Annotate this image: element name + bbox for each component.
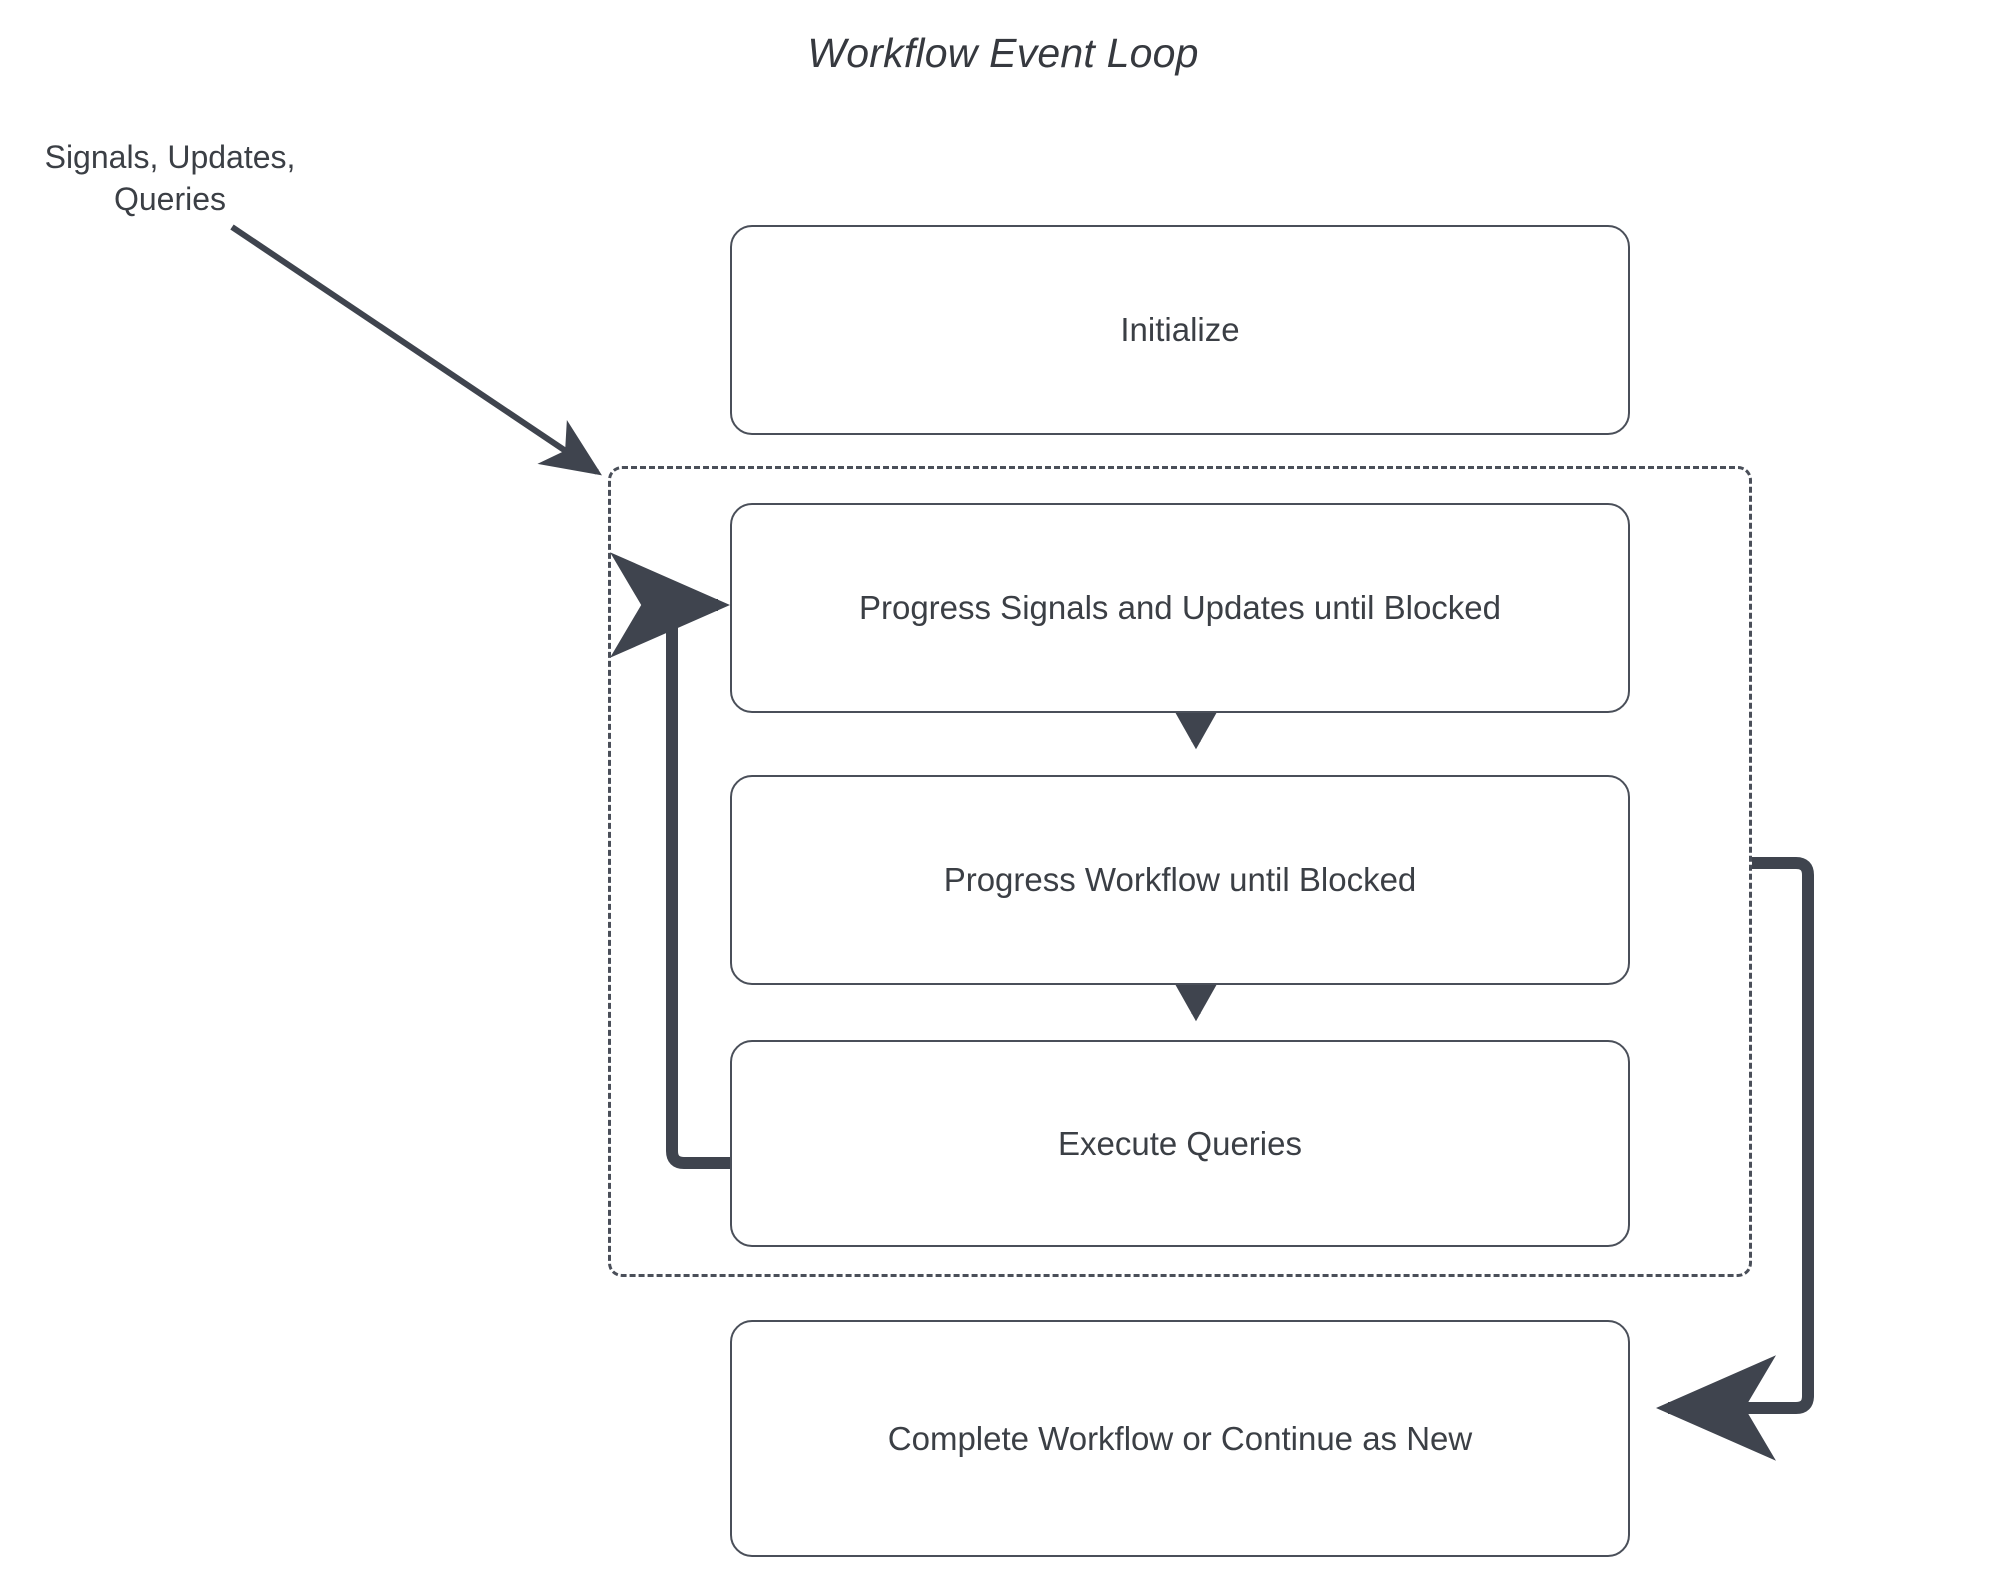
external-input-label: Signals, Updates, Queries — [20, 136, 320, 220]
node-progress-signals-label: Progress Signals and Updates until Block… — [858, 589, 1502, 626]
external-input-label-line-2: Queries — [113, 181, 227, 217]
node-initialize[interactable]: Initialize — [730, 225, 1630, 435]
node-progress-workflow[interactable]: Progress Workflow until Blocked — [730, 775, 1630, 985]
external-input-label-line-1: Signals, Updates, — [44, 139, 296, 175]
event-loop-group — [608, 466, 1752, 1277]
node-progress-workflow-label: Progress Workflow until Blocked — [943, 861, 1417, 898]
edge-signals-to-loop — [230, 224, 602, 476]
node-execute-queries[interactable]: Execute Queries — [730, 1040, 1630, 1247]
node-complete-workflow-label: Complete Workflow or Continue as New — [887, 1419, 1473, 1457]
node-initialize-label: Initialize — [1120, 311, 1240, 348]
node-progress-signals[interactable]: Progress Signals and Updates until Block… — [730, 503, 1630, 713]
node-complete-workflow[interactable]: Complete Workflow or Continue as New — [730, 1320, 1630, 1557]
node-execute-queries-label: Execute Queries — [1058, 1124, 1302, 1162]
page-title: Workflow Event Loop — [807, 30, 1199, 76]
